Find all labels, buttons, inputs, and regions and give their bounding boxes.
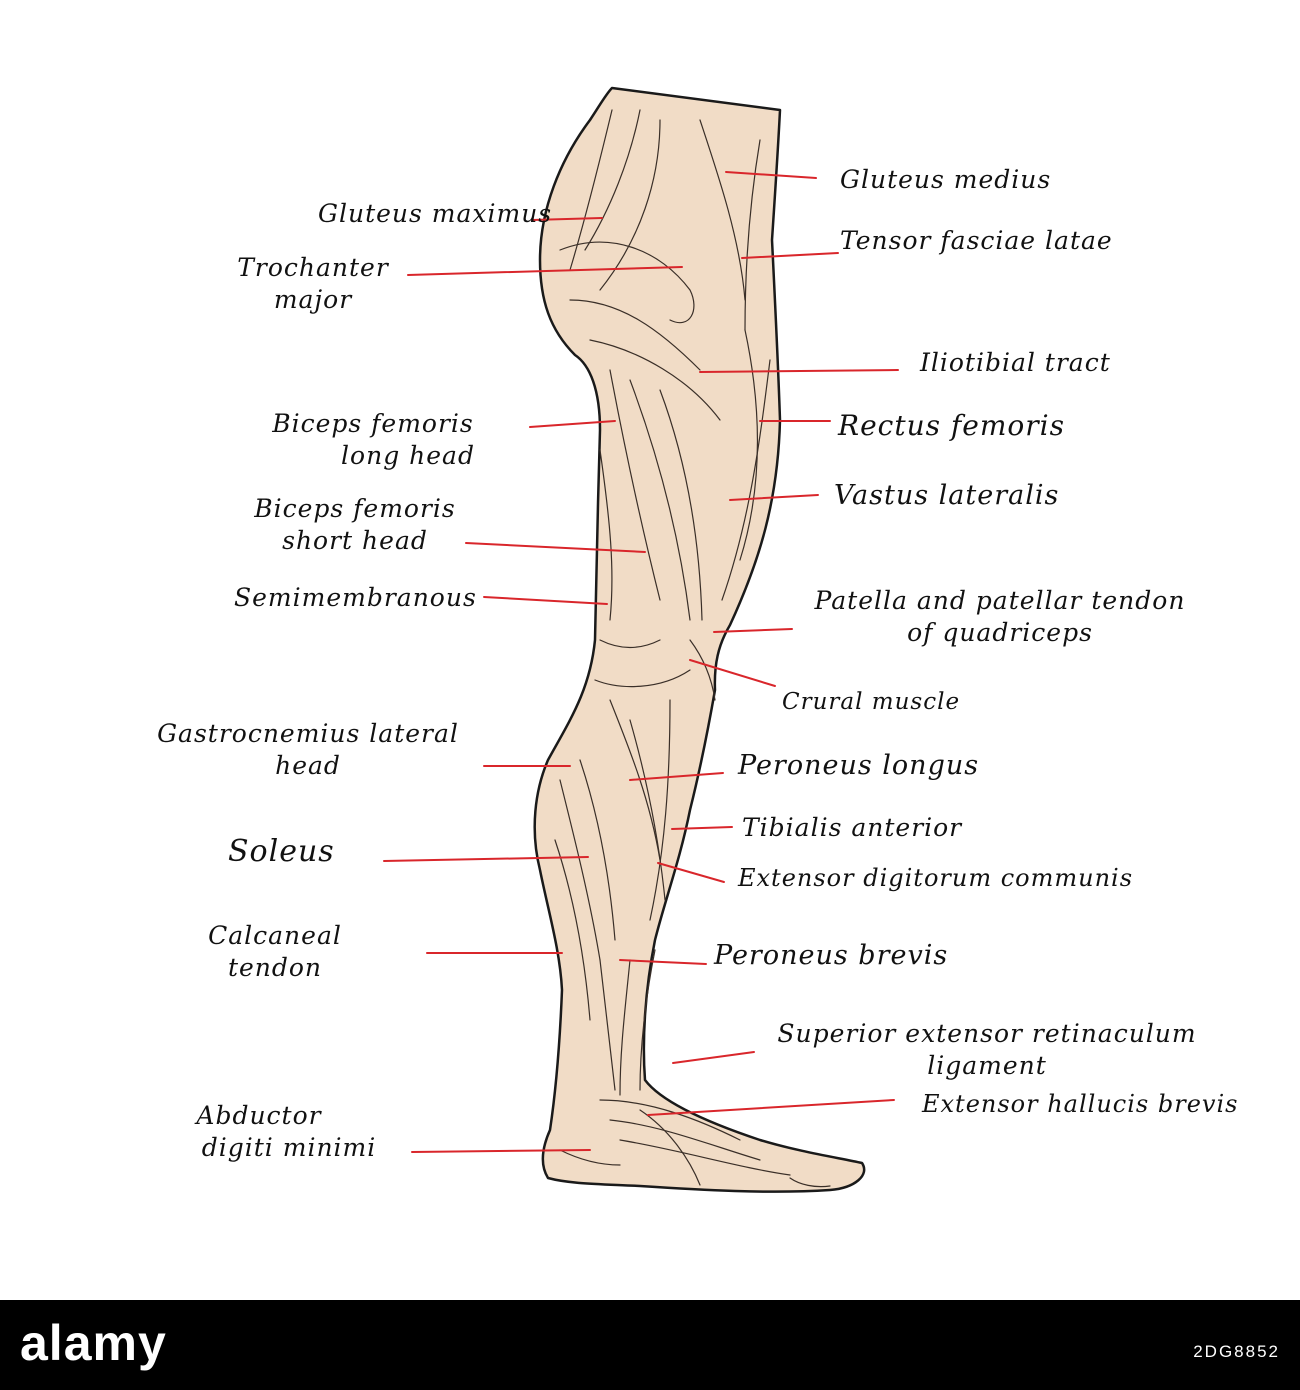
label-peroneus-brevis: Peroneus brevis (714, 940, 949, 971)
label-rectus: Rectus femoris (838, 409, 1065, 442)
leader-abductor (411, 1149, 591, 1153)
leader-semimembranous (483, 596, 608, 605)
label-crural: Crural muscle (782, 689, 961, 715)
leader-biceps-long (529, 420, 616, 428)
leader-iliotibial (699, 369, 899, 373)
brand-logo: alamy (20, 1315, 167, 1371)
leader-peroneus-longus (629, 772, 724, 781)
label-soleus: Soleus (228, 834, 335, 869)
label-extensor-hallucis: Extensor hallucis brevis (922, 1090, 1239, 1118)
label-extensor-digitorum: Extensor digitorum communis (738, 864, 1134, 892)
leader-biceps-short (465, 542, 646, 553)
leader-extensor-digitorum (657, 862, 725, 883)
leader-patella (713, 628, 793, 633)
leader-gluteus-maximus (531, 217, 603, 221)
leader-trochanter (407, 266, 683, 276)
leader-peroneus-brevis (619, 959, 707, 965)
leader-soleus (383, 856, 589, 862)
leader-superior (672, 1051, 755, 1064)
label-vastus: Vastus lateralis (834, 480, 1060, 511)
label-iliotibial: Iliotibial tract (920, 348, 1111, 377)
leg-muscle-diagram (383, 86, 899, 1193)
leader-hallucis (647, 1099, 895, 1116)
leader-tibialis (671, 826, 733, 830)
image-id: 2DG8852 (1193, 1342, 1280, 1361)
leader-tensor (741, 252, 839, 259)
watermark-bar: alamy 2DG8852 (0, 1300, 1300, 1390)
label-semimembranous: Semimembranous (234, 583, 477, 612)
label-gluteus-medius: Gluteus medius (840, 165, 1052, 194)
label-tibialis: Tibialis anterior (742, 813, 963, 842)
muscle-contours (554, 109, 831, 1188)
label-gluteus-maximus: Gluteus maximus (318, 199, 553, 228)
leader-gluteus-medius (725, 171, 817, 179)
leader-lines (383, 171, 899, 1153)
leader-crural (689, 659, 776, 687)
label-peroneus-longus: Peroneus longus (738, 750, 980, 781)
label-tensor: Tensor fasciae latae (840, 226, 1113, 255)
leader-vastus (729, 494, 819, 501)
leg-silhouette (533, 86, 866, 1193)
